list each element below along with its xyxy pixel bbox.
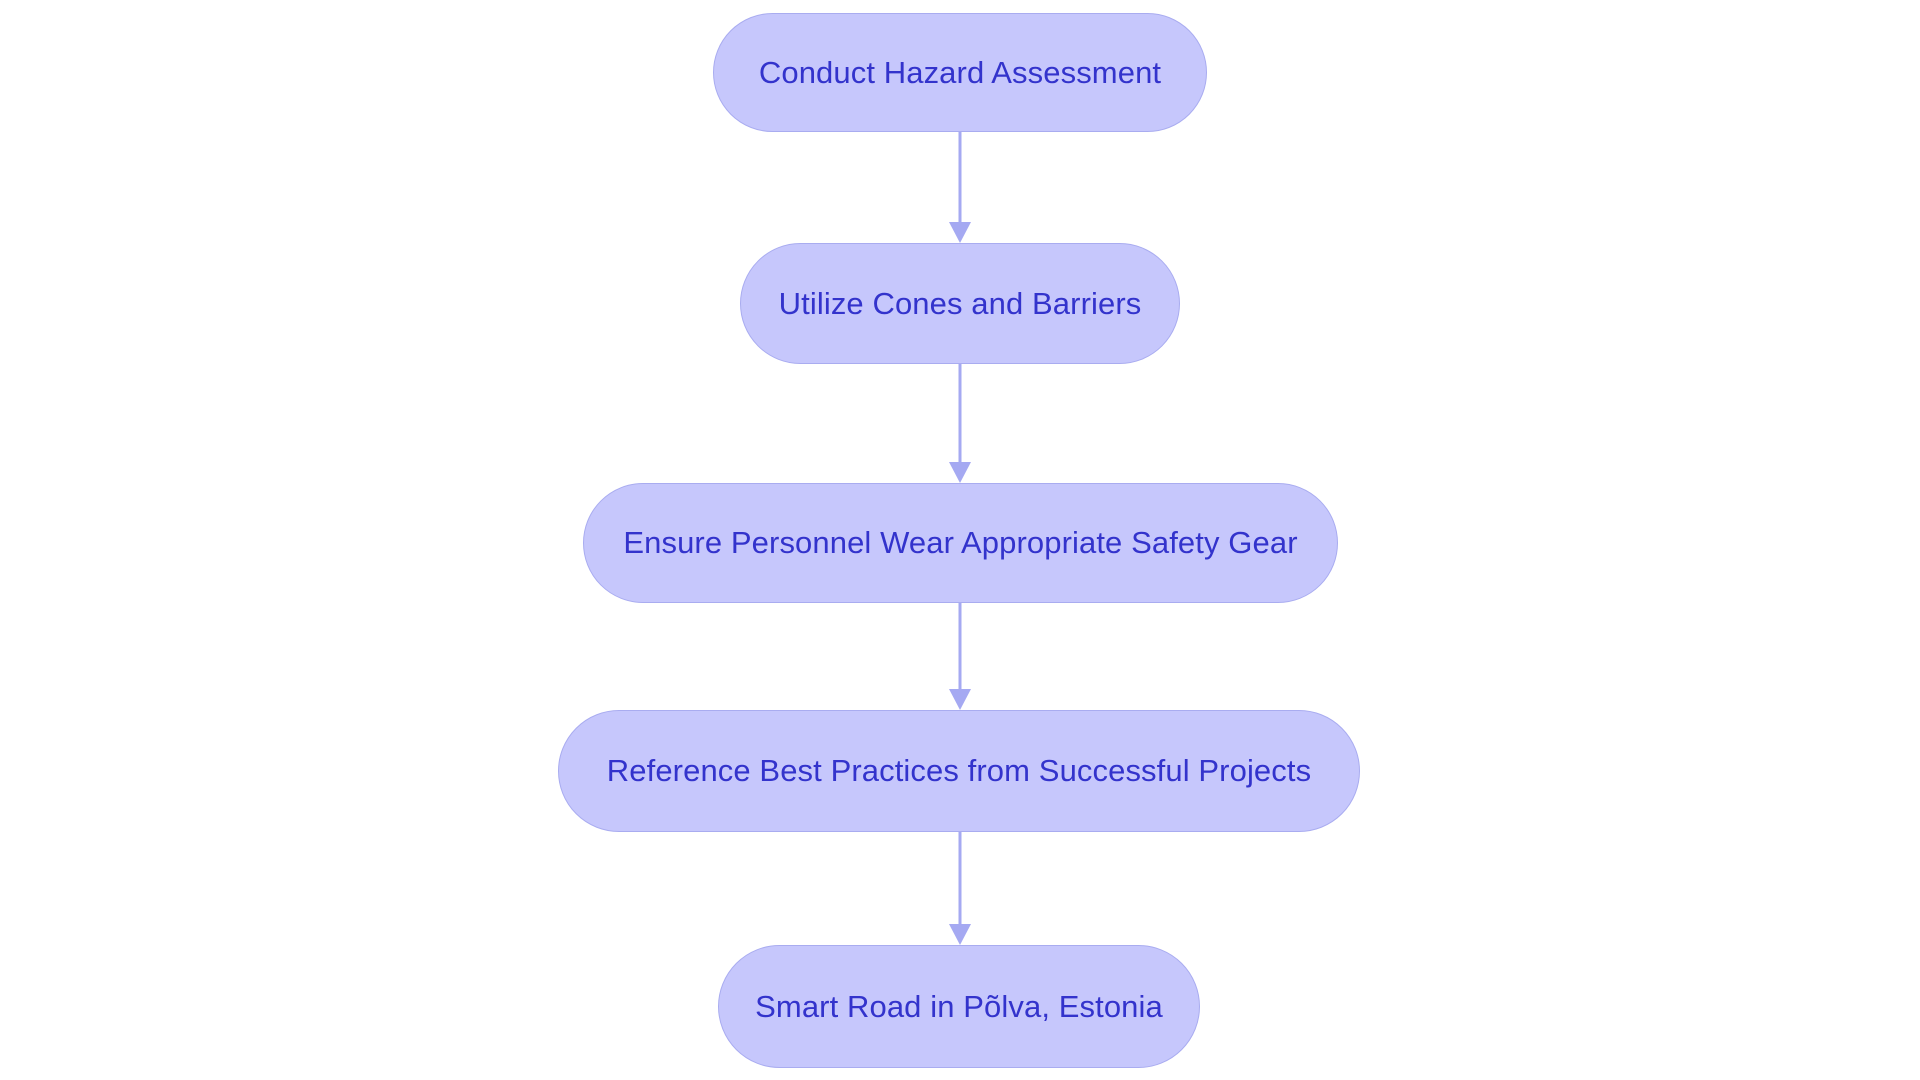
- edge-line: [958, 364, 962, 462]
- flow-node-2[interactable]: Utilize Cones and Barriers: [740, 243, 1180, 364]
- flow-node-3[interactable]: Ensure Personnel Wear Appropriate Safety…: [583, 483, 1338, 603]
- flow-node-5[interactable]: Smart Road in Põlva, Estonia: [718, 945, 1200, 1068]
- arrowhead-down-icon: [949, 222, 971, 243]
- edge-line: [958, 603, 962, 689]
- flow-node-label: Utilize Cones and Barriers: [778, 285, 1142, 321]
- arrowhead-down-icon: [949, 462, 971, 483]
- edge-line: [958, 132, 962, 222]
- flow-node-label: Reference Best Practices from Successful…: [606, 753, 1312, 788]
- arrowhead-down-icon: [949, 924, 971, 945]
- flow-node-label: Ensure Personnel Wear Appropriate Safety…: [623, 525, 1298, 560]
- flow-node-1[interactable]: Conduct Hazard Assessment: [713, 13, 1207, 132]
- flow-node-label: Smart Road in Põlva, Estonia: [755, 988, 1163, 1024]
- flow-node-4[interactable]: Reference Best Practices from Successful…: [558, 710, 1360, 832]
- edge-line: [958, 832, 962, 924]
- arrowhead-down-icon: [949, 689, 971, 710]
- flow-node-label: Conduct Hazard Assessment: [758, 54, 1162, 90]
